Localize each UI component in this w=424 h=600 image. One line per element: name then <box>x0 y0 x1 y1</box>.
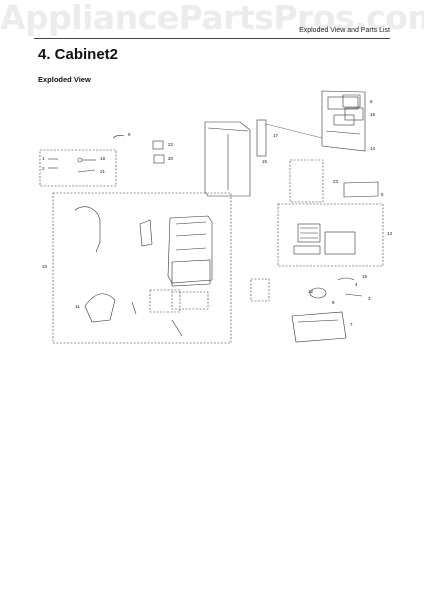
callout-15: 15 <box>262 159 268 164</box>
callout-11: 11 <box>75 304 80 309</box>
header-divider <box>34 38 390 39</box>
callout-9: 9 <box>128 132 131 137</box>
part-5 <box>343 181 379 198</box>
group-box-right <box>277 203 384 267</box>
part-10-6 <box>74 206 101 253</box>
ice-maker-part <box>297 223 321 243</box>
group-box-23 <box>289 159 324 203</box>
group-box-10-7 <box>149 289 181 313</box>
callout-17: 17 <box>273 133 279 138</box>
page-header-label: Exploded View and Parts List <box>299 27 390 34</box>
callout-22: 22 <box>168 142 174 147</box>
callout-20: 20 <box>168 156 174 161</box>
callout-2: 2 <box>42 166 45 171</box>
group-box-main <box>52 192 232 344</box>
cabinet-shell <box>204 121 251 197</box>
part-13-4 <box>293 245 321 255</box>
back-panel-part <box>321 90 366 152</box>
part-12 <box>309 287 327 299</box>
callout-8: 8 <box>332 300 335 305</box>
callout-21: 21 <box>100 169 106 174</box>
group-box-10-8 <box>171 291 209 310</box>
part-9 <box>112 135 125 139</box>
part-7 <box>291 311 347 343</box>
part-10-5 <box>139 219 153 247</box>
callout-13: 13 <box>387 231 393 236</box>
group-box-24 <box>250 278 270 302</box>
part-11-4 <box>84 293 116 323</box>
part-6 <box>342 94 361 108</box>
inner-liner-lower <box>171 259 211 287</box>
part-20 <box>153 154 165 164</box>
callout-1: 1 <box>42 156 45 161</box>
callout-12: 12 <box>308 289 314 294</box>
inner-liner <box>167 215 213 284</box>
callout-16: 16 <box>370 112 376 117</box>
callout-19: 19 <box>362 274 368 279</box>
callout-5: 5 <box>381 192 384 197</box>
duct-part <box>256 119 267 157</box>
callout-4: 4 <box>355 282 358 287</box>
watermark: AppliancePartsPros.com <box>0 0 424 37</box>
callout-18: 18 <box>100 156 106 161</box>
callout-10: 10 <box>42 264 48 269</box>
callout-7: 7 <box>350 322 353 327</box>
callout-3: 3 <box>368 296 371 301</box>
callout-6: 6 <box>370 99 373 104</box>
callout-14: 14 <box>370 146 376 151</box>
part-13-5 <box>324 231 356 255</box>
part-16 <box>344 107 364 121</box>
exploded-view-subtitle: Exploded View <box>38 75 91 84</box>
part-22 <box>152 140 164 150</box>
section-title: 4. Cabinet2 <box>38 46 119 63</box>
callout-23: 23 <box>333 179 339 184</box>
